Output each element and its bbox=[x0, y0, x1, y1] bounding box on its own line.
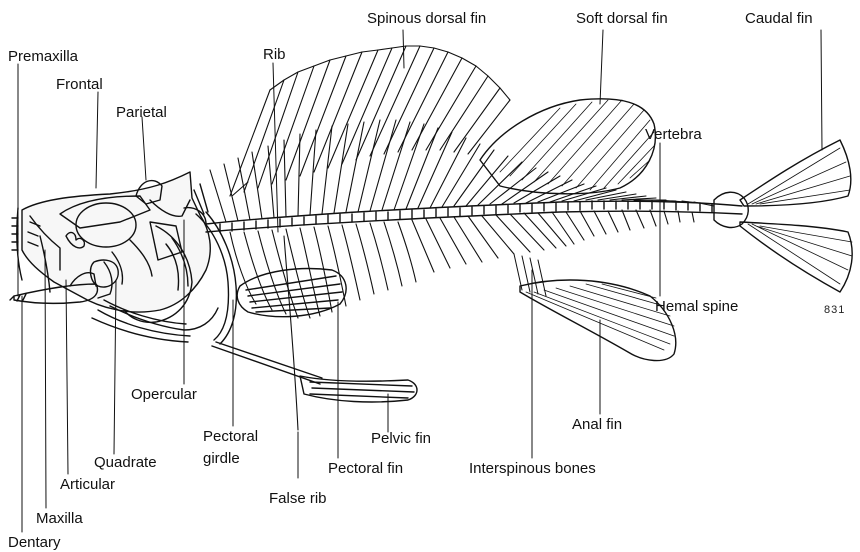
label-soft-dorsal-fin: Soft dorsal fin bbox=[576, 10, 668, 27]
label-frontal: Frontal bbox=[56, 76, 103, 93]
soft-dorsal-fin-shape bbox=[480, 99, 655, 194]
anal-fin-shape bbox=[520, 280, 676, 361]
label-pectoral-fin: Pectoral fin bbox=[328, 460, 403, 477]
label-caudal-fin: Caudal fin bbox=[745, 10, 813, 27]
label-articular: Articular bbox=[60, 476, 115, 493]
label-opercular: Opercular bbox=[131, 386, 197, 403]
label-pectoral-girdle-line1: Pectoral bbox=[203, 428, 258, 445]
label-dentary: Dentary bbox=[8, 534, 61, 551]
hemal-spines bbox=[412, 210, 694, 272]
label-false-rib: False rib bbox=[269, 490, 327, 507]
label-rib: Rib bbox=[263, 46, 286, 63]
label-interspinous-bones: Interspinous bones bbox=[469, 460, 596, 477]
label-pectoral-girdle-line2: girdle bbox=[203, 450, 240, 467]
label-pelvic-fin: Pelvic fin bbox=[371, 430, 431, 447]
label-quadrate: Quadrate bbox=[94, 454, 157, 471]
label-spinous-dorsal-fin: Spinous dorsal fin bbox=[367, 10, 486, 27]
label-maxilla: Maxilla bbox=[36, 510, 83, 527]
label-vertebra: Vertebra bbox=[645, 126, 702, 143]
caudal-fin-shape bbox=[714, 140, 852, 292]
interspinous-bone-lines bbox=[514, 254, 546, 296]
pelvic-fin-shape bbox=[212, 342, 417, 402]
figure-number: 831 bbox=[824, 304, 845, 316]
spinous-dorsal-fin-shape bbox=[230, 46, 510, 196]
false-rib-bone bbox=[284, 236, 298, 430]
label-hemal-spine: Hemal spine bbox=[655, 298, 738, 315]
label-parietal: Parietal bbox=[116, 104, 167, 121]
label-anal-fin: Anal fin bbox=[572, 416, 622, 433]
label-premaxilla: Premaxilla bbox=[8, 48, 78, 65]
pectoral-fin-shape bbox=[237, 269, 346, 317]
